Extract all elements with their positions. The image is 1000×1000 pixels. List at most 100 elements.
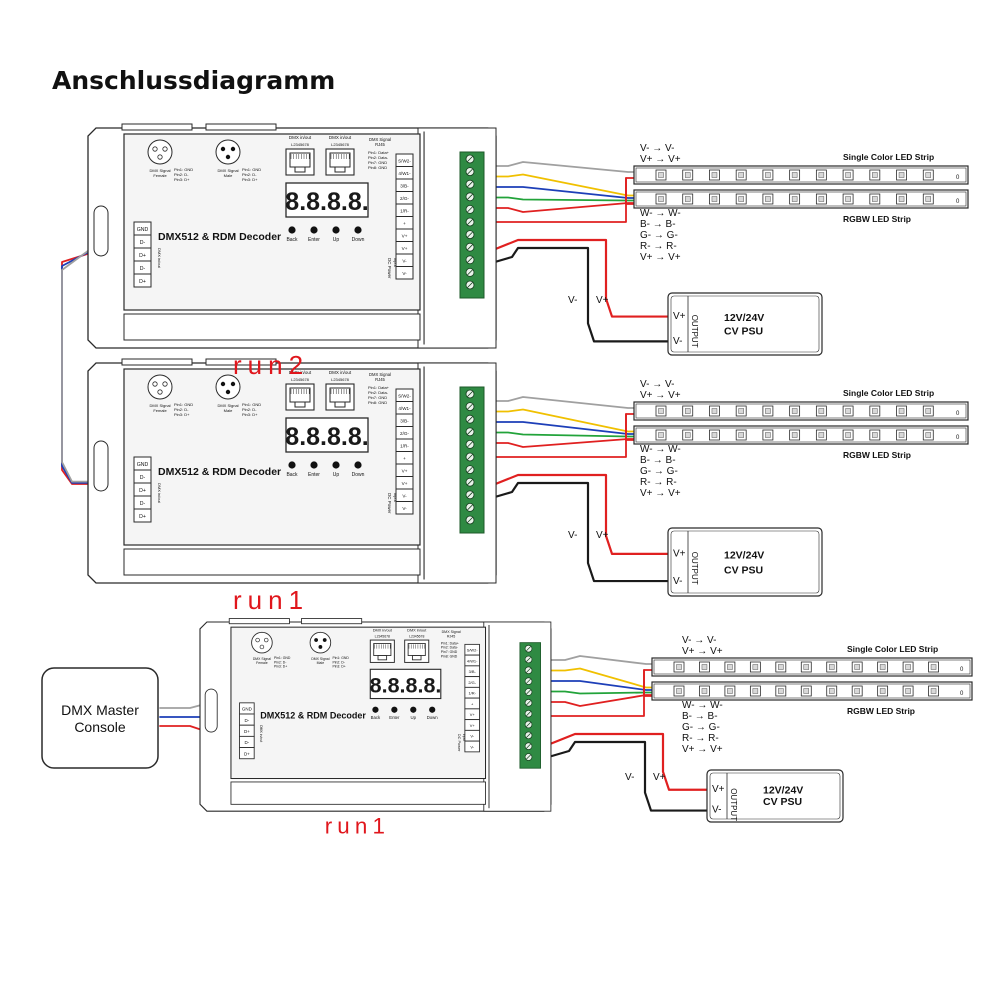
output-terminal-label: 1/R- — [400, 209, 409, 214]
xlr-female-pins: Pin2: D- — [174, 407, 189, 412]
output-terminal-label: 3/B- — [400, 419, 409, 424]
screw-terminal-icon — [459, 151, 485, 299]
psu-body — [667, 292, 823, 356]
rj45-port-icon — [325, 148, 355, 176]
psu-vplus-wire — [486, 238, 670, 318]
xlr-pin — [225, 154, 231, 160]
screw-slot — [467, 504, 473, 511]
screw-slot — [526, 646, 531, 652]
led-die — [727, 688, 733, 694]
rj45-port-icon — [325, 383, 355, 411]
button-down[interactable] — [429, 706, 436, 713]
psu-output-label: OUTPUT — [729, 788, 738, 821]
screw-slot — [467, 168, 473, 175]
rj45-pin-numbers: L2345678 — [291, 142, 310, 147]
single-strip-name: Single Color LED Strip — [843, 388, 934, 398]
output-wire — [487, 186, 635, 199]
display-frame — [285, 417, 369, 453]
rgbw-led-strip: 0 — [651, 681, 973, 701]
psu-vminus-label: V- — [673, 336, 682, 347]
rj45-label: DMX in/out — [289, 370, 312, 375]
strip-end-mark: 0 — [956, 435, 960, 441]
xlr-pin — [318, 645, 323, 649]
button-enter[interactable] — [391, 706, 398, 713]
console-label-1: DMX Master — [61, 702, 139, 718]
xlr-pin — [259, 644, 265, 650]
psu-inner — [670, 530, 820, 594]
screw-slot — [526, 667, 531, 673]
led-die — [845, 408, 851, 414]
run-label: run2 — [233, 350, 309, 380]
screw-slot — [467, 219, 473, 225]
button-down[interactable] — [354, 226, 362, 234]
led-die — [658, 196, 664, 202]
led-die — [676, 664, 682, 670]
output-terminal-label: 4/W1- — [398, 406, 411, 411]
xlr-female-pins: Pin2: D- — [174, 172, 189, 177]
xlr-pin — [314, 638, 318, 642]
xlr-female-pins: Pin1: GND — [174, 402, 193, 407]
strip-inner — [635, 403, 967, 419]
power-label: input — [393, 493, 398, 503]
psu-output-label: OUTPUT — [690, 552, 699, 585]
screw-slot — [467, 244, 473, 250]
psu-vplus-wire — [543, 732, 709, 791]
xlr-male-icon — [309, 631, 332, 654]
button-up[interactable] — [410, 706, 417, 713]
led-die — [738, 172, 744, 178]
output-wire — [544, 690, 653, 695]
screw-slot — [526, 732, 531, 738]
button-back[interactable] — [288, 461, 296, 469]
button-up[interactable] — [332, 461, 340, 469]
dmx-terminal-label: GND — [137, 462, 149, 468]
led-die — [854, 688, 860, 694]
xlr-male-pins: Pin1: GND — [242, 402, 261, 407]
led-die — [658, 408, 664, 414]
rj45-pin-assignment: Pin2: Data- — [368, 155, 389, 160]
dmx-terminal-label: D+ — [244, 751, 250, 756]
xlr-female-outer — [147, 139, 173, 165]
wire-vminus-label: V- — [625, 772, 634, 783]
led-die — [925, 432, 932, 438]
psu-label-2: CV PSU — [724, 326, 763, 338]
button-label-back: Back — [286, 472, 298, 478]
xlr-pin — [152, 146, 158, 152]
screw-slot — [526, 700, 531, 706]
button-enter[interactable] — [310, 226, 318, 234]
rj45-label: DMX in/out — [329, 370, 352, 375]
output-terminal-label-box — [464, 740, 480, 753]
rj45-pin-numbers: L2345678 — [331, 377, 350, 382]
output-wire — [487, 161, 635, 173]
psu-inner — [670, 295, 820, 353]
rj45-latch — [294, 401, 306, 408]
led-die — [752, 688, 759, 694]
led-die — [879, 664, 886, 670]
screw-slot — [467, 403, 473, 410]
button-back[interactable] — [372, 706, 379, 713]
signal-header: DMX Signal — [369, 372, 391, 377]
led-die — [872, 432, 878, 438]
button-back[interactable] — [288, 226, 296, 234]
page-title: Anschlussdiagramm — [52, 66, 336, 95]
psu-label-1: 12V/24V — [724, 312, 764, 324]
xlr-male-pins: Pin2: D- — [332, 660, 344, 664]
screw-slot — [467, 156, 473, 162]
mounting-hole-icon — [204, 688, 218, 733]
button-up[interactable] — [332, 226, 340, 234]
rgbw-strip-pin-map: R- → R- — [640, 477, 677, 488]
rj45-contacts — [373, 643, 392, 656]
single-color-led-strip: 0 — [651, 657, 973, 677]
button-down[interactable] — [354, 461, 362, 469]
rgbw-strip-name: RGBW LED Strip — [843, 450, 911, 460]
led-die — [872, 196, 878, 202]
run-label: run1 — [325, 814, 390, 839]
rj45-port-icon — [285, 383, 315, 411]
screw-slot — [526, 722, 531, 727]
button-enter[interactable] — [310, 461, 318, 469]
output-terminal-label: V- — [470, 744, 474, 749]
button-label-up: Up — [333, 472, 340, 478]
xlr-pin — [157, 154, 163, 160]
rgbw-strip-name: RGBW LED Strip — [843, 214, 911, 224]
xlr-male-pins: Pin2: D- — [242, 172, 257, 177]
